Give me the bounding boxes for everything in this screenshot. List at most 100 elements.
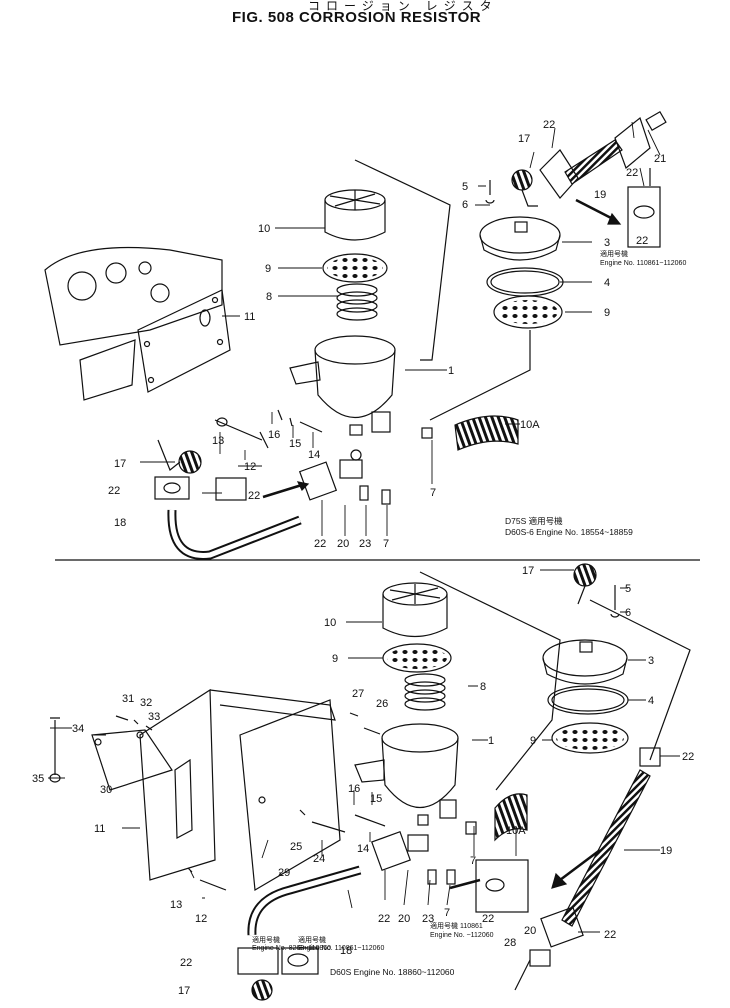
callout-22b: 22	[248, 490, 260, 502]
lower-callout-19: 19	[660, 845, 672, 857]
assembly-line	[354, 159, 451, 361]
lower-callout-17b: 17	[178, 985, 190, 997]
callout-21: 21	[654, 153, 666, 165]
callout-23: 23	[359, 538, 371, 550]
callout-6: 6	[462, 199, 468, 211]
lower-callout-3: 3	[648, 655, 654, 667]
arrow-shaft-lower	[559, 849, 601, 881]
clip-22-left	[154, 461, 338, 501]
filter-element-10-lower	[382, 582, 448, 637]
upper-note-engine: Engine No. 110861~112060	[600, 260, 686, 267]
callout-16: 16	[268, 429, 280, 441]
lower-callout-22a: 22	[378, 913, 390, 925]
callout-20: 20	[337, 538, 349, 550]
lower-callout-22d: 22	[604, 929, 616, 941]
lower-callout-7a: 7	[470, 855, 476, 867]
lower-callout-24: 24	[313, 853, 325, 865]
bracket-11-lower	[91, 688, 216, 881]
assembly-line-lower	[419, 571, 561, 791]
lower-callout-9b: 9	[530, 735, 536, 747]
callout-17b: 17	[518, 133, 530, 145]
bolts-lower	[49, 712, 531, 991]
callout-12: 12	[244, 461, 256, 473]
lower-callout-9: 9	[332, 653, 338, 665]
callout-18: 18	[114, 517, 126, 529]
callout-14: 14	[308, 449, 320, 461]
lower-callout-23: 23	[422, 913, 434, 925]
drain-cock-20	[339, 449, 363, 479]
lower-callout-12: 12	[195, 913, 207, 925]
lower-note-right-jp: 適用号機 110861	[430, 921, 483, 930]
clip-boxes-lower	[237, 831, 584, 975]
lower-callout-32: 32	[140, 697, 152, 709]
lower-callout-28: 28	[504, 937, 516, 949]
gasket-4-lower	[547, 685, 629, 715]
callout-10: 10	[258, 223, 270, 235]
lower-callout-7b: 7	[444, 907, 450, 919]
pipe-19-lower	[561, 747, 661, 927]
perforated-plate-9-lower	[382, 643, 452, 673]
valve-17-upper	[511, 169, 538, 207]
gasket-4	[486, 267, 564, 297]
spring-8-lower	[404, 673, 446, 711]
valve-17-lower-left	[157, 439, 202, 474]
callout-22f: 22	[636, 235, 648, 247]
callout-9b: 9	[604, 307, 610, 319]
callout-7b: 7	[383, 538, 389, 550]
callout-11: 11	[244, 311, 255, 323]
cover-3	[479, 216, 561, 261]
bolt-5-6	[610, 585, 620, 618]
deflector-10A-lower	[494, 793, 528, 842]
callout-9: 9	[265, 263, 271, 275]
assembly-line-2	[429, 330, 531, 421]
perforated-plate-9	[322, 253, 388, 283]
callout-8: 8	[266, 291, 272, 303]
callout-7a: 7	[430, 487, 436, 499]
lower-callout-11: 11	[94, 823, 105, 835]
lower-callout-8: 8	[480, 681, 486, 693]
lower-callout-20: 20	[398, 913, 410, 925]
clip-22-boxes	[539, 116, 661, 248]
valve-17-bottom	[251, 979, 273, 1001]
lower-callout-25: 25	[290, 841, 302, 853]
upper-variant: D75S 適用号機 D60S-6 Engine No. 18554~18859	[505, 516, 633, 537]
lower-callout-22c: 22	[180, 957, 192, 969]
perforated-plate-9-right	[493, 295, 563, 329]
upper-note-jp: 適用号機	[600, 249, 628, 258]
lower-callout-34: 34	[72, 723, 84, 735]
lower-assembly	[48, 563, 691, 1001]
lower-callout-22e: 22	[682, 751, 694, 763]
lower-callout-20b: 20	[524, 925, 536, 937]
lower-callout-10A: 10A	[506, 825, 526, 837]
fitting-21	[645, 110, 667, 132]
lower-note-mid-jp: 適用号機	[298, 935, 326, 944]
lower-callout-22b: 22	[482, 913, 494, 925]
lower-callouts: 17 5 6 10 9 8 3 4 9 27 26 31 32 33 34 35…	[32, 565, 694, 997]
lower-callout-29: 29	[278, 867, 290, 879]
lower-callout-26: 26	[376, 698, 388, 710]
upper-note-box: 適用号機 Engine No. 110861~112060	[600, 249, 686, 267]
upper-callouts: 10 9 8 11 1 10A 7 17 22 18 12 13 16 15 1…	[108, 119, 666, 550]
figure-title: FIG. 508 CORROSION RESISTOR	[232, 9, 482, 26]
lower-callout-10: 10	[324, 617, 336, 629]
assembly-line-lower-2	[589, 599, 691, 761]
lower-note-mid-engine: Engine No. 110861~112060	[298, 945, 384, 952]
lower-callout-18: 18	[340, 945, 352, 957]
lower-note-right-engine: Engine No. ~112060	[430, 932, 494, 939]
lower-callout-6: 6	[625, 607, 631, 619]
engine-block-outline	[44, 246, 223, 346]
hose-18	[167, 509, 302, 560]
variant-model: D75S 適用号機	[505, 516, 563, 526]
callout-4: 4	[604, 277, 610, 289]
lower-callout-14: 14	[357, 843, 369, 855]
spring-8	[336, 283, 378, 321]
perforated-plate-9-lower-right	[551, 722, 629, 754]
callout-22a: 22	[108, 485, 120, 497]
callout-10A: 10A	[520, 419, 540, 431]
filter-body-1	[289, 335, 396, 436]
bracket-11	[79, 289, 231, 401]
lower-variant: D60S Engine No. 18860~112060	[330, 967, 455, 977]
bolts-upper	[214, 180, 495, 505]
lower-callout-30: 30	[100, 784, 112, 796]
callout-15: 15	[289, 438, 301, 450]
